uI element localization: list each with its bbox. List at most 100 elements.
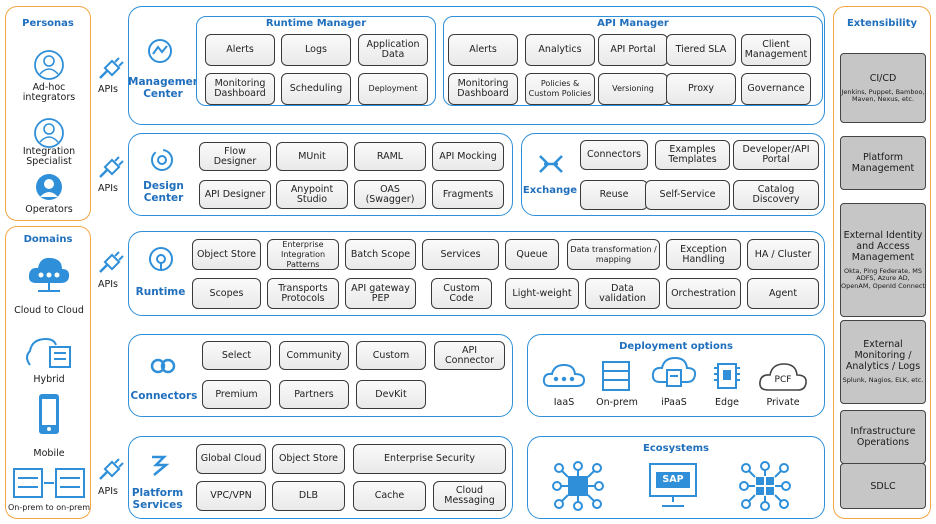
feature-box: DLB xyxy=(272,481,345,511)
sap-label: SAP xyxy=(662,474,684,485)
plug-icon xyxy=(99,458,124,480)
feature-box: API Connector xyxy=(434,341,505,370)
feature-box: API Designer xyxy=(199,180,271,209)
runtime-manager-title: Runtime Manager xyxy=(265,18,367,29)
domain-label: Cloud to Cloud xyxy=(14,305,84,316)
persona-label: Ad-hoc integrators xyxy=(22,82,76,103)
feature-box: Partners xyxy=(279,380,349,409)
plug-icon xyxy=(99,156,124,178)
extensibility-title: Extensibility xyxy=(846,18,918,29)
feature-box: Cloud Messaging xyxy=(433,481,506,511)
feature-box: Policies & Custom Policies xyxy=(525,73,595,105)
runtime-icon xyxy=(149,247,173,271)
runtime-label: Runtime xyxy=(135,286,186,298)
feature-box: Queue xyxy=(505,239,559,270)
ipaas-cloud-icon xyxy=(651,356,697,387)
extensibility-box: Platform Management xyxy=(840,136,926,190)
feature-box: Catalog Discovery xyxy=(733,180,819,210)
person-icon xyxy=(34,118,64,148)
extensibility-name: CI/CD xyxy=(869,72,897,84)
sap-monitor-icon xyxy=(649,463,697,507)
feature-box: Custom Code xyxy=(431,278,492,309)
domain-label: Hybrid xyxy=(33,374,65,385)
feature-box: Scheduling xyxy=(281,73,351,105)
management-center-icon xyxy=(148,39,172,63)
feature-box: Object Store xyxy=(192,239,261,270)
feature-box: Premium xyxy=(202,380,271,409)
extensibility-detail: Okta, Ping Federate, MS ADFS, Azure AD, … xyxy=(841,266,925,290)
mobile-icon xyxy=(39,394,59,434)
persona-label: Integration Specialist xyxy=(22,146,76,167)
ecosystem-windows-icon xyxy=(739,461,791,511)
cloud-icon xyxy=(28,257,70,292)
feature-box: Logs xyxy=(281,34,351,66)
on-prem-server-icon xyxy=(602,361,630,391)
feature-box: API Mocking xyxy=(432,142,504,171)
feature-box: Alerts xyxy=(448,34,518,66)
feature-box: Enterprise Integration Patterns xyxy=(267,239,339,270)
extensibility-name: Infrastructure Operations xyxy=(850,426,916,448)
feature-box: Enterprise Security xyxy=(353,444,506,474)
feature-box: Agent xyxy=(747,278,819,309)
extensibility-name: External Monitoring / Analytics / Logs xyxy=(845,339,921,373)
design-center-icon xyxy=(151,149,173,171)
extensibility-name: Platform Management xyxy=(851,152,915,174)
feature-box: Developer/API Portal xyxy=(733,140,819,170)
feature-box: Monitoring Dashboard xyxy=(448,73,518,105)
feature-box: Governance xyxy=(741,73,811,105)
feature-box: DevKit xyxy=(356,380,426,409)
exchange-label: Exchange xyxy=(522,185,578,196)
ecosystems-title: Ecosystems xyxy=(643,443,709,454)
deployment-label: Private xyxy=(766,397,800,408)
domain-label: Mobile xyxy=(33,448,65,459)
extensibility-box: CI/CD Jenkins, Puppet, Bamboo, Maven, Nex… xyxy=(840,53,926,123)
apis-label: APIs xyxy=(98,183,118,194)
extensibility-detail: Splunk, Nagios, ELK, etc. xyxy=(842,376,924,385)
servers-icon xyxy=(13,468,85,498)
feature-box: Select xyxy=(202,341,271,370)
extensibility-detail: Jenkins, Puppet, Bamboo, Maven, Nexus, e… xyxy=(841,87,925,103)
feature-box: Batch Scope xyxy=(345,239,416,270)
extensibility-box: SDLC xyxy=(840,463,926,509)
apis-label: APIs xyxy=(98,84,118,95)
feature-box: Tiered SLA xyxy=(666,34,736,66)
pcf-cloud-icon xyxy=(759,363,807,391)
extensibility-name: SDLC xyxy=(870,480,896,492)
feature-box: Proxy xyxy=(666,73,736,105)
feature-box: Anypoint Studio xyxy=(276,180,348,209)
feature-box: Reuse xyxy=(580,180,648,210)
feature-box: Fragments xyxy=(432,180,504,209)
feature-box: Examples Templates xyxy=(655,140,730,170)
feature-box: Services xyxy=(422,239,499,270)
platform-services-icon xyxy=(152,455,170,476)
persona-label: Operators xyxy=(25,204,73,215)
feature-box: Community xyxy=(279,341,349,370)
feature-box: Data validation xyxy=(585,278,660,309)
person-icon xyxy=(34,50,64,80)
plug-icon xyxy=(99,57,124,79)
deployment-label: iPaaS xyxy=(661,397,687,408)
feature-box: Cache xyxy=(353,481,426,511)
platform-services-label: Platform Services xyxy=(131,487,184,511)
feature-box: Transports Protocols xyxy=(267,278,339,309)
feature-box: MUnit xyxy=(276,142,348,171)
deployment-label: On-prem xyxy=(596,397,638,408)
feature-box: Light-weight xyxy=(505,278,579,309)
domain-label: On-prem to on-prem xyxy=(7,503,91,512)
feature-box: HA / Cluster xyxy=(747,239,819,270)
feature-box: OAS (Swagger) xyxy=(354,180,426,209)
feature-box: Exception Handling xyxy=(666,239,741,270)
apis-label: APIs xyxy=(98,486,118,497)
plug-icon xyxy=(99,251,124,273)
feature-box: Orchestration xyxy=(666,278,741,309)
design-center-label: Design Center xyxy=(143,180,184,204)
deployment-label: Edge xyxy=(715,397,739,408)
feature-box: API Portal xyxy=(598,34,668,66)
extensibility-box: Infrastructure Operations xyxy=(840,410,926,464)
feature-box: Data transformation / mapping xyxy=(567,239,660,270)
feature-box: Global Cloud xyxy=(196,444,266,474)
feature-box: Alerts xyxy=(205,34,275,66)
connectors-icon xyxy=(150,358,176,374)
